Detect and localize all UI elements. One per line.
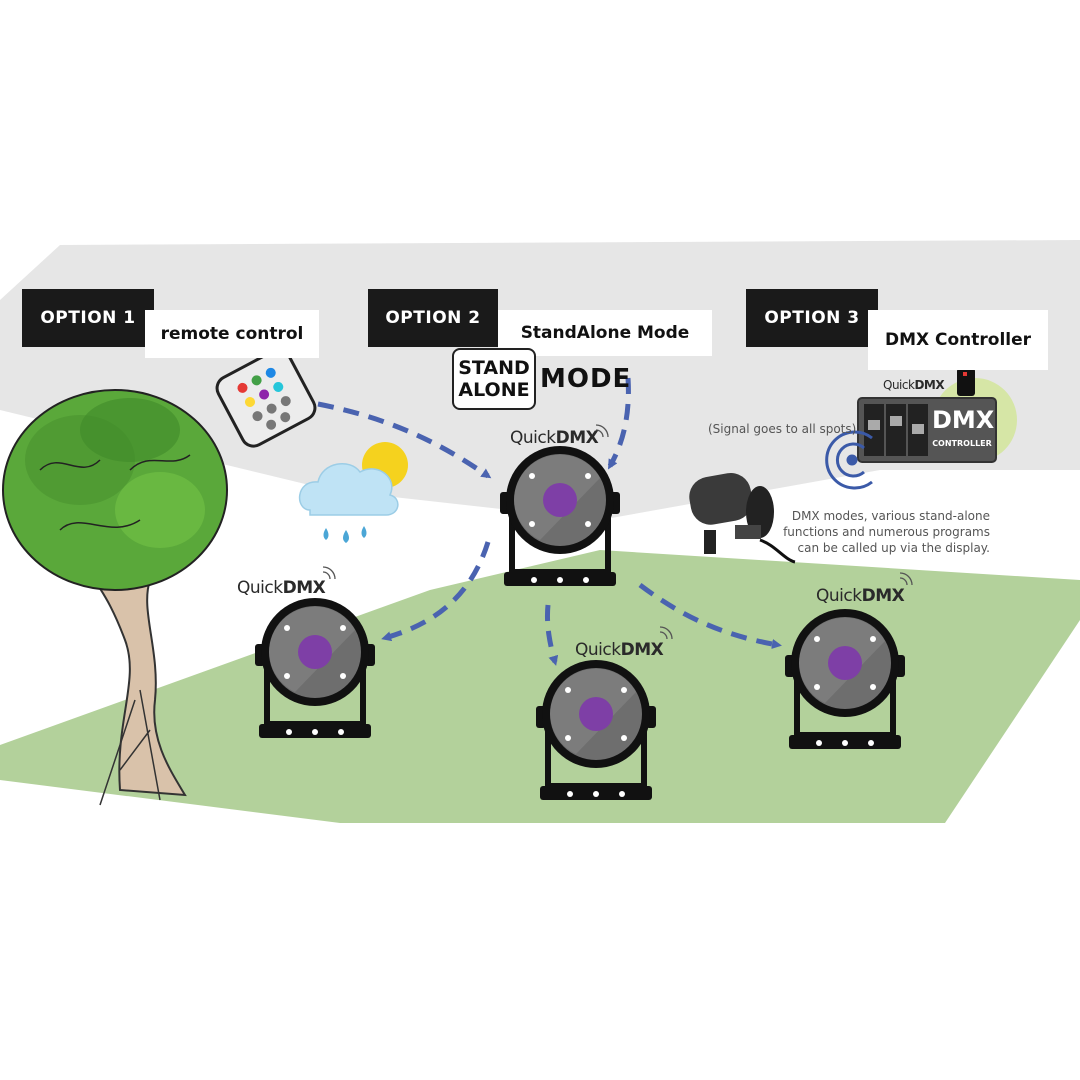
- broadcast-icon: [825, 430, 873, 490]
- standalone-line1: STAND: [458, 357, 530, 379]
- weather-icon: [298, 442, 408, 543]
- arrow-to-center-spot: [545, 604, 559, 666]
- mode-label: MODE: [540, 364, 632, 394]
- brand-label-center: QuickDMX: [575, 640, 664, 660]
- brand-label-left: QuickDMX: [237, 578, 326, 598]
- controller-label-small: CONTROLLER: [932, 439, 992, 448]
- brand-label-right: QuickDMX: [816, 586, 905, 606]
- outdoor-spot-product-icon: [689, 472, 796, 564]
- tree-icon: [2, 389, 228, 806]
- brand-prefix: Quick: [883, 378, 915, 392]
- option-3-title: DMX Controller: [868, 310, 1048, 370]
- option-1-title: remote control: [145, 310, 319, 358]
- brand-suffix: DMX: [620, 640, 664, 660]
- lawn-area: [0, 550, 1080, 823]
- remote-control-icon: [215, 348, 317, 448]
- controller-label-big: DMX: [932, 406, 995, 434]
- arrow-remote-to-spot: [317, 401, 492, 479]
- brand-label-controller: QuickDMX: [883, 378, 945, 392]
- wireless-icon: [322, 424, 913, 640]
- arrow-standalone-to-spot: [607, 377, 631, 470]
- brand-prefix: Quick: [237, 578, 283, 598]
- description-line-1: DMX modes, various stand-alone: [791, 509, 990, 523]
- brand-prefix: Quick: [816, 586, 862, 606]
- description-line-3: can be called up via the display.: [797, 541, 990, 555]
- standalone-badge: STAND ALONE: [452, 348, 536, 410]
- option-2-tag: OPTION 2: [368, 289, 498, 347]
- signal-arrows: [317, 377, 782, 666]
- standalone-line2: ALONE: [458, 379, 530, 401]
- arrow-to-right-spot: [638, 582, 782, 649]
- brand-label-top: QuickDMX: [510, 428, 599, 448]
- description-text: DMX modes, various stand-alone functions…: [730, 508, 990, 556]
- signal-note: (Signal goes to all spots): [708, 422, 857, 436]
- brand-prefix: Quick: [510, 428, 556, 448]
- brand-prefix: Quick: [575, 640, 621, 660]
- brand-suffix: DMX: [282, 578, 326, 598]
- option-1-tag: OPTION 1: [22, 289, 154, 347]
- description-line-2: functions and numerous programs: [783, 525, 990, 539]
- option-3-tag: OPTION 3: [746, 289, 878, 347]
- brand-suffix: DMX: [861, 586, 905, 606]
- brand-suffix: DMX: [555, 428, 599, 448]
- dmx-controller-icon: [857, 347, 1017, 463]
- arrow-to-left-spot: [381, 541, 491, 642]
- option-2-title: StandAlone Mode: [498, 310, 712, 356]
- brand-suffix: DMX: [914, 378, 945, 392]
